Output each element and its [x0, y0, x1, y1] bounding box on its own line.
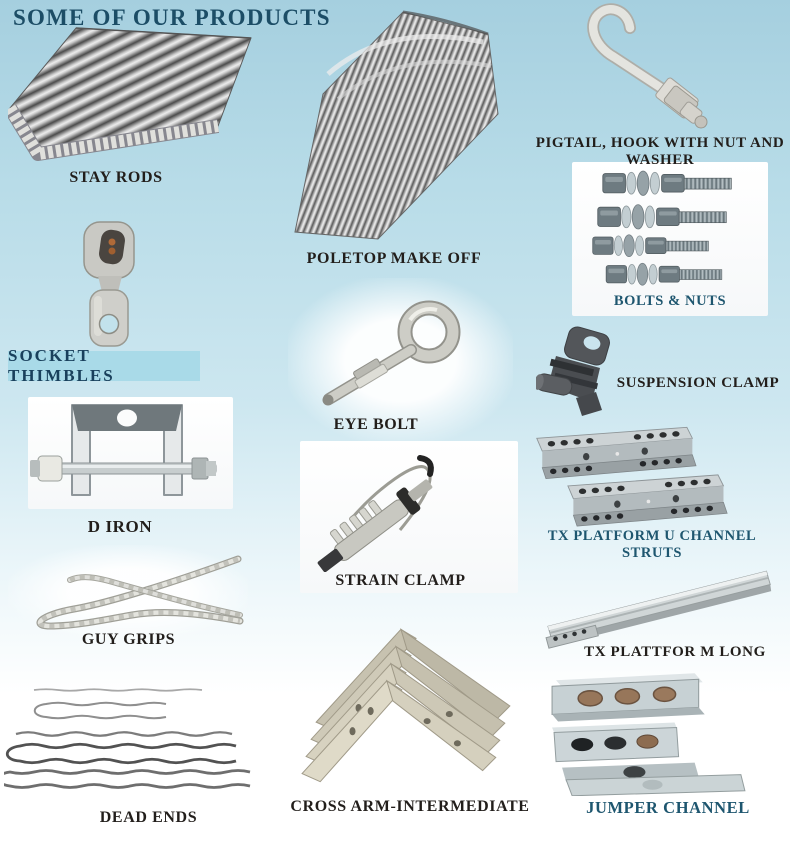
stay-rods-image	[8, 27, 252, 161]
eye-bolt-label: EYE BOLT	[333, 416, 419, 433]
suspension-clamp-label: SUSPENSION CLAMP	[616, 375, 780, 391]
bolts-nuts-image	[592, 170, 732, 286]
suspension-clamp-image	[536, 326, 610, 416]
tx-platform-long-label: TX PLATTFOR M LONG	[584, 644, 766, 660]
dead-ends-label: DEAD ENDS	[99, 809, 198, 826]
pigtail-hook-label: PIGTAIL, HOOK WITH NUT AND WASHER	[535, 135, 785, 169]
tx-platform-u-channel-struts-label: TX PLATFORM U CHANNEL STRUTS	[547, 528, 757, 561]
socket-thimbles-image	[83, 221, 135, 347]
tx-platform-u-channel-struts-image	[536, 426, 728, 527]
d-iron-label: D IRON	[87, 517, 153, 536]
d-iron-image	[30, 404, 217, 496]
stay-rods-label: STAY RODS	[69, 169, 163, 186]
guy-grips-label: GUY GRIPS	[81, 631, 176, 648]
tx-platform-long-image	[545, 570, 772, 649]
guy-grips-image	[36, 555, 244, 630]
page-title: SOME OF OUR PRODUCTS	[13, 5, 331, 30]
cross-arm-intermediate-image	[301, 628, 511, 783]
eye-bolt-image	[322, 300, 461, 406]
dead-ends-image	[4, 688, 251, 789]
jumper-channel-image	[551, 673, 746, 796]
poletop-make-off-label: POLETOP MAKE OFF	[306, 250, 482, 267]
socket-thimbles-highlight: SOCKET THIMBLES	[8, 346, 200, 385]
cross-arm-intermediate-label: CROSS ARM-INTERMEDIATE	[290, 798, 530, 815]
strain-clamp-label: STRAIN CLAMP	[335, 572, 466, 589]
jumper-channel-label: JUMPER CHANNEL	[586, 798, 750, 817]
bolts-nuts-label: BOLTS & NUTS	[613, 293, 727, 309]
pigtail-hook-image	[587, 3, 708, 129]
strain-clamp-image	[317, 455, 434, 572]
socket-thimbles-label: SOCKET THIMBLES	[8, 346, 115, 385]
poletop-make-off-image	[294, 10, 499, 240]
